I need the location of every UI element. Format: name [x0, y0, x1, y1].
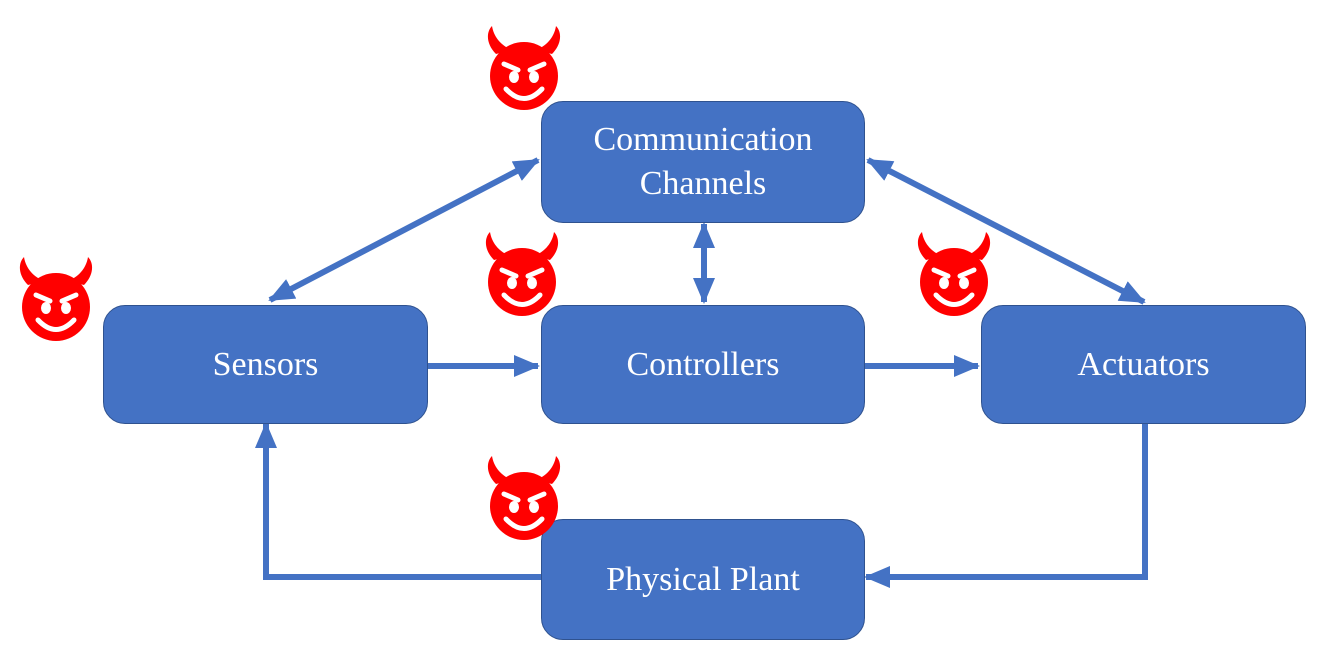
sensors-label: Sensors: [212, 345, 319, 383]
devil-icon-controllers: [480, 232, 564, 316]
communication-label-line1: Communication: [593, 121, 813, 158]
devil-icon-communication: [482, 26, 566, 110]
node-controllers: Controllers: [541, 305, 865, 424]
arrow-actuators-to-plant: [864, 424, 1148, 588]
controllers-label: Controllers: [626, 345, 780, 383]
arrow-plant-to-sensors: [255, 422, 542, 580]
node-physical-plant: Physical Plant: [541, 519, 865, 640]
node-communication-channels: Communication Channels: [541, 101, 865, 223]
actuators-label: Actuators: [1077, 345, 1210, 383]
communication-label-line2: Channels: [639, 165, 767, 202]
node-actuators: Actuators: [981, 305, 1306, 424]
arrow-communication-actuators-bidirectional: [866, 157, 1146, 305]
devil-icon-sensors: [14, 257, 98, 341]
node-sensors: Sensors: [103, 305, 428, 424]
devil-icon-physical-plant: [482, 456, 566, 540]
arrow-sensors-communication-bidirectional: [268, 157, 540, 303]
plant-label: Physical Plant: [606, 560, 800, 598]
devil-icon-actuators: [912, 232, 996, 316]
